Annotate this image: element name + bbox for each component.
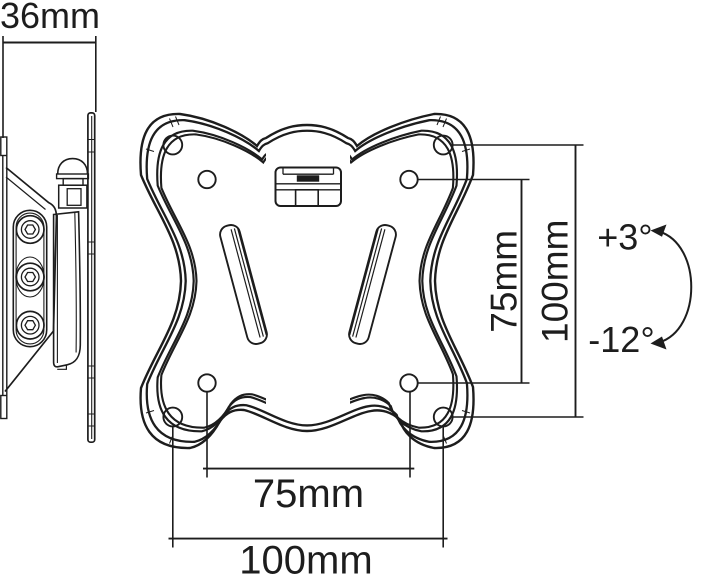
plate-outline	[139, 112, 475, 450]
depth-label: 36mm	[0, 0, 100, 36]
latch	[274, 166, 342, 207]
tilt-down-label: -12°	[588, 319, 654, 360]
vesa-outer-vertical-label: 100mm	[535, 220, 576, 343]
vesa-plate-side	[87, 112, 96, 444]
mounting-hole-inner	[399, 373, 419, 393]
mounting-hole-outer	[162, 134, 184, 156]
plate-inner-contours	[145, 116, 471, 444]
tilt-arc	[658, 230, 693, 344]
mounting-hole-inner	[197, 373, 217, 393]
tilt-arrowhead-up	[650, 224, 667, 237]
vesa-inner-vertical-label: 75mm	[484, 230, 525, 333]
dim-vertical-75	[417, 178, 530, 384]
bolt	[15, 214, 45, 245]
tilt-up-label: +3°	[597, 217, 652, 258]
side-view	[0, 36, 97, 444]
bolt-stack	[12, 209, 48, 348]
dim-vertical-100	[452, 144, 584, 418]
dimension-labels: 36mm 75mm 100mm 75mm 100mm +3° -12°	[0, 0, 655, 575]
front-view	[139, 112, 475, 450]
rail-left	[219, 224, 268, 345]
dimension-lines	[168, 144, 693, 548]
tilt-range-indicator	[650, 224, 693, 350]
dim-horizontal-100	[168, 426, 448, 548]
rail-right	[348, 224, 397, 345]
mounting-hole-inner	[399, 169, 419, 190]
bolt	[15, 262, 45, 292]
depth-dimension	[2, 36, 97, 138]
tilt-bracket	[4, 166, 58, 393]
vesa-inner-horizontal-label: 75mm	[253, 472, 364, 516]
wall-plate	[0, 136, 8, 420]
vesa-outer-horizontal-label: 100mm	[239, 539, 372, 575]
tilt-arrowhead-down	[650, 336, 667, 350]
bolt	[15, 310, 45, 340]
adjustment-knob	[55, 157, 90, 209]
tilt-arm	[52, 210, 82, 370]
mounting-hole-inner	[197, 169, 217, 190]
dim-horizontal-75	[203, 391, 415, 478]
